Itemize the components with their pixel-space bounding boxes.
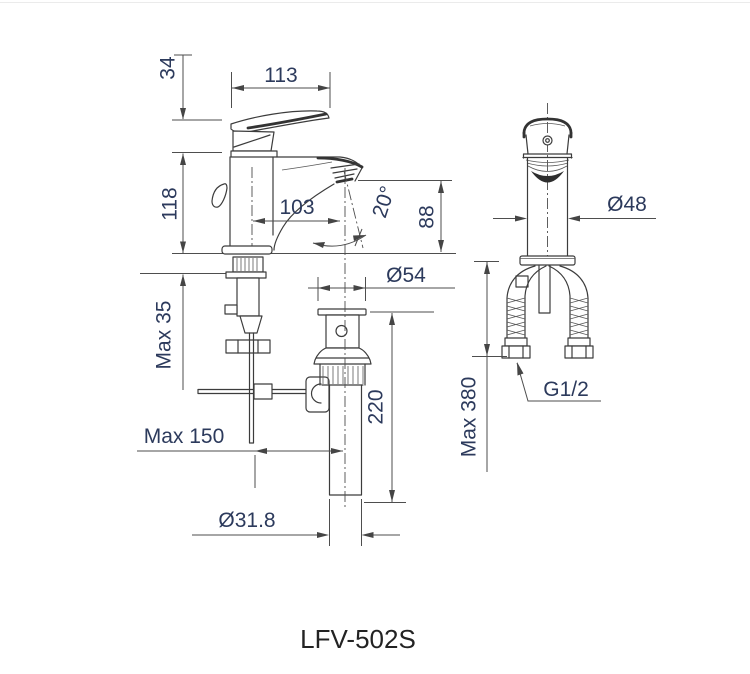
cap-ring [230,150,278,158]
side-view-faucet [140,110,456,444]
dim-103-label: 103 [279,196,314,219]
left-nut-facets [508,345,524,359]
dim-handle-clearance: 34 [157,54,222,153]
right-hose-braid [569,297,589,336]
collar-threads [322,366,364,384]
drain-tail-pipe [328,384,363,496]
dim-spout-angle: 20° [312,170,400,249]
drain-collar [319,363,366,386]
dim-max-rod-to-drain: Max 150 [137,425,343,488]
spout-shadow-line [281,161,333,171]
overflow-hole [335,324,348,338]
locknut-facets [237,339,259,354]
dim-max-hose-length: Max 380 [458,261,507,472]
tee-arc [310,383,322,404]
left-hose-braid [506,297,526,336]
dim-o318-label: Ø31.8 [218,509,275,532]
right-nut-facets [571,345,587,359]
handle-neck-line [233,134,271,148]
dim-34-label: 34 [157,56,180,80]
dim-body-diameter: Ø48 [493,193,656,222]
popup-drain [305,168,372,510]
dim-pipe-diameter: Ø31.8 [192,499,400,546]
dim-118-label: 118 [159,187,182,220]
right-hose-collar [567,337,591,347]
left-hose-collar [504,337,528,347]
block-side-tab [224,304,238,315]
handle-screw-center [545,138,550,143]
dim-max380-label: Max 380 [458,377,481,458]
crown-flares [522,131,573,139]
right-hose-outer [559,265,589,341]
dim-tail-length: 220 [364,311,434,503]
drain-tee-nut [305,376,330,413]
handle-screw [542,135,553,146]
right-connector-nut [564,345,594,359]
shank-threads [236,258,258,271]
dim-220-label: 220 [365,389,388,424]
front-view-faucet [501,103,594,359]
drain-dome [313,347,372,365]
spout-mouth [531,171,564,183]
connection-block [236,277,260,317]
page-top-divider [0,2,750,3]
dim-max35-label: Max 35 [153,301,176,370]
block-taper [239,315,263,334]
center-tube [538,265,551,314]
body-column [526,157,569,257]
dim-handle-length: 113 [231,64,331,108]
aerator-outlet [335,177,354,184]
ring-arcs [525,159,570,172]
dim-spout-height: 88 [358,180,452,252]
drain-flange [317,308,367,316]
dim-88-label: 88 [416,205,439,228]
handle-edge [246,112,328,130]
model-label: LFV-502S [300,624,416,654]
spout-nose-band [316,156,364,169]
dim-flange-diameter: Ø54 [308,264,455,301]
front-side-tab [515,275,529,288]
locknut [225,339,271,354]
dim-113-label: 113 [264,64,297,87]
popup-rod [197,388,309,395]
left-hose-inner [524,265,547,341]
dim-max150-label: Max 150 [144,425,225,448]
handle-skirt [522,153,573,159]
popup-knob [211,183,228,208]
crown-sides [525,134,570,155]
dim-spout-reach: 103 [253,196,340,224]
mounting-shank [232,256,264,273]
right-hose-inner [548,265,571,341]
base-plate [221,245,273,255]
dim-g12-label: G1/2 [543,378,589,401]
front-base-plate [519,255,576,266]
dim-o54-label: Ø54 [386,264,426,287]
crown-inner-arc [529,123,566,127]
spout-underside [273,183,335,251]
dim-max-deck-thickness: Max 35 [153,274,186,390]
mounting-washer [225,271,267,279]
dim-o48-label: Ø48 [607,193,647,216]
left-hose-outer [506,265,536,341]
handle-crown-cap [522,117,573,135]
dim-body-height: 118 [159,153,186,253]
dim-thread-size: G1/2 [516,362,601,402]
rod-clamp [253,383,273,400]
dim-20deg-label: 20° [368,183,400,220]
